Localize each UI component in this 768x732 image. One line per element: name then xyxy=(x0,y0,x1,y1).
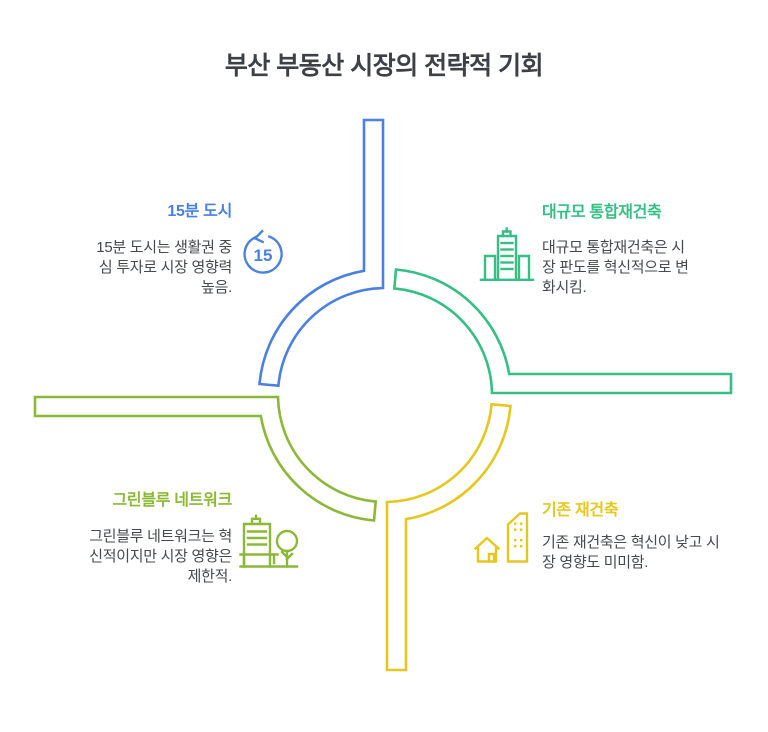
pinwheel-segment-bottom-right xyxy=(385,402,512,672)
pinwheel-segment-top-left xyxy=(258,118,385,388)
quadrant-label-integrated-redevelopment: 대규모 통합재건축 xyxy=(542,204,662,221)
pinwheel-segment-top-right xyxy=(392,268,733,395)
quadrant-label-green-blue-network: 그린블루 네트워크 xyxy=(112,492,232,509)
quadrant-description-green-blue-network: 그린블루 네트워크는 혁 신적이지만 시장 영향은 제한적. xyxy=(89,528,232,585)
quadrant-label-existing-redevelopment: 기존 재건축 xyxy=(542,502,619,519)
quadrant-description-existing-redevelopment: 기존 재건축은 혁신이 낮고 시 장 영향도 미미함. xyxy=(542,534,720,571)
building-tree-icon xyxy=(239,514,299,572)
page-title: 부산 부동산 시장의 전략적 기회 xyxy=(224,52,544,80)
quadrant-description-fifteen-minute-city: 15분 도시는 생활권 중 심 투자로 시장 영향력 높음. xyxy=(96,239,232,296)
house-building-icon xyxy=(474,509,536,566)
pinwheel-segment-bottom-left xyxy=(33,395,378,522)
clock-15-icon: 15 xyxy=(239,229,287,277)
city-buildings-icon xyxy=(479,227,535,283)
clock-15-number: 15 xyxy=(254,246,273,265)
quadrant-description-integrated-redevelopment: 대규모 통합재건축은 시 장 판도를 혁신적으로 변 화시킴. xyxy=(542,239,689,296)
quadrant-label-fifteen-minute-city: 15분 도시 xyxy=(167,203,232,220)
